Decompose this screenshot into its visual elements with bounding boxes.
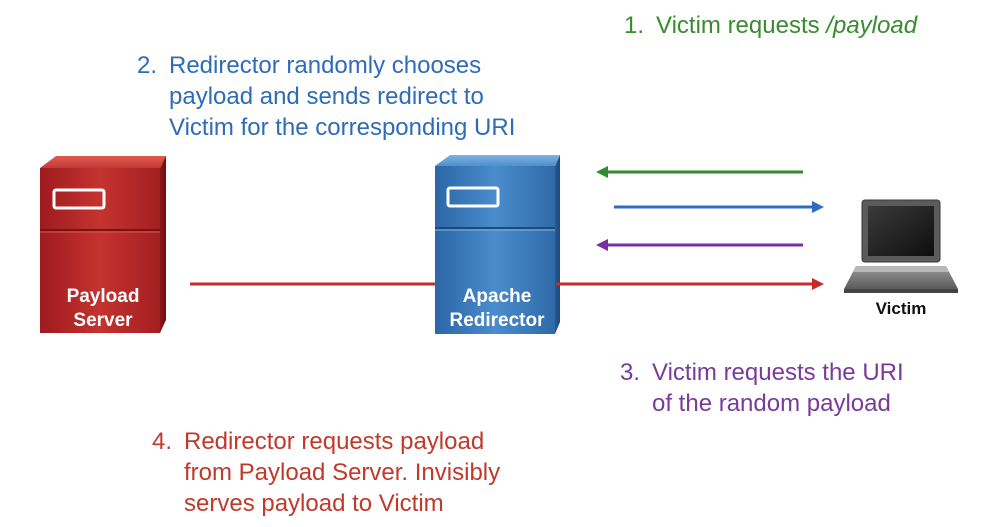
step-3-number: 3. <box>620 359 641 386</box>
step-4-line-1: Redirector requests payload <box>184 428 485 455</box>
apache-redirector-icon: Apache Redirector <box>435 155 560 334</box>
step-1-number: 1. <box>624 12 645 39</box>
step-1-payload-path: /payload <box>826 12 918 39</box>
step-2-line-2: payload and sends redirect to <box>169 83 484 110</box>
step-2-line-1: Redirector randomly chooses <box>169 52 482 79</box>
payload-server-label-line1: Payload <box>67 286 140 307</box>
redirector-label-line1: Apache <box>463 286 532 307</box>
victim-label: Victim <box>876 299 927 318</box>
step-4-line-2: from Payload Server. Invisibly <box>184 459 501 486</box>
payload-server-icon: Payload Server <box>40 156 166 333</box>
step-4-number: 4. <box>152 428 173 455</box>
step-4-line-3: serves payload to Victim <box>184 490 444 517</box>
redirector-label-line2: Redirector <box>449 310 545 331</box>
step-2-line-3: Victim for the corresponding URI <box>169 114 516 141</box>
step-2-number: 2. <box>137 52 158 79</box>
victim-laptop-icon: Victim <box>844 199 958 318</box>
step-1-text: Victim requests <box>656 12 827 39</box>
step-3-line-2: of the random payload <box>652 390 891 417</box>
payload-server-label-line2: Server <box>73 310 133 331</box>
step-3-line-1: Victim requests the URI <box>652 359 904 386</box>
